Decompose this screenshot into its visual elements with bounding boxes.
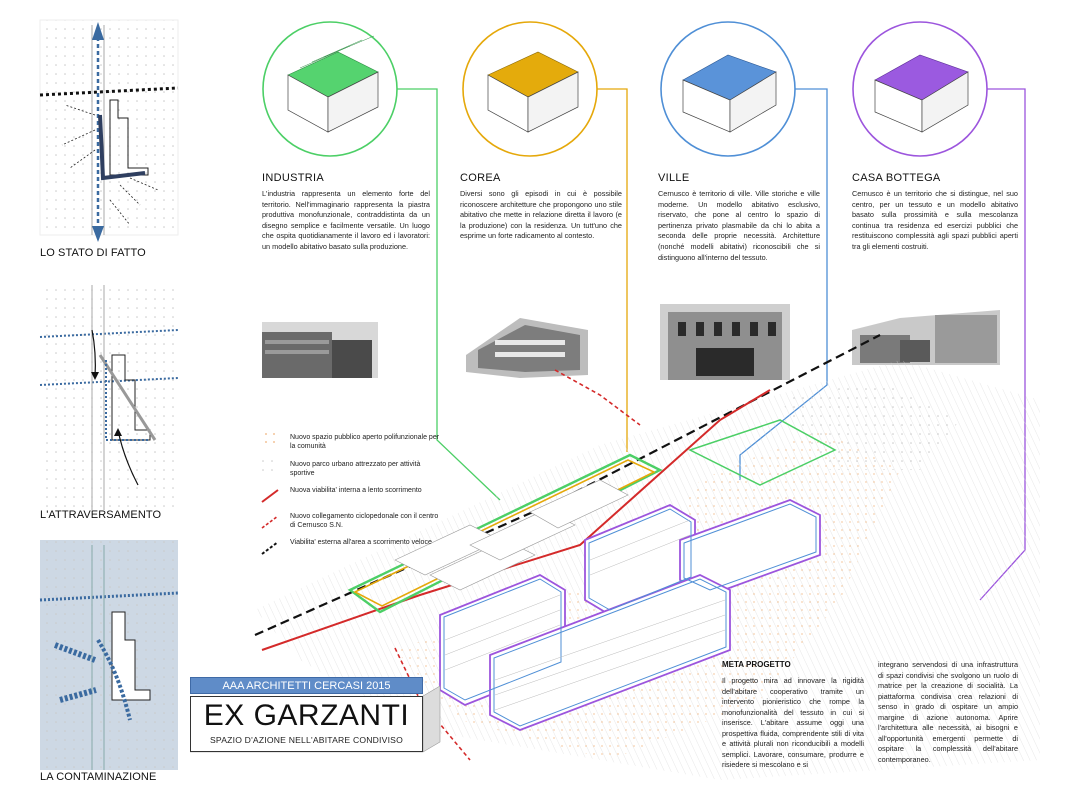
- photo-casa-bottega: [852, 310, 1000, 365]
- category-text-ville: Cernusco è territorio di ville. Ville st…: [658, 189, 820, 262]
- panel-attraversamento: [39, 282, 179, 512]
- title-block: EX GARZANTI SPAZIO D'AZIONE NELL'ABITARE…: [190, 696, 423, 752]
- legend-urban-park: Nuovo parco urbano attrezzato per attivi…: [290, 461, 421, 477]
- category-title-ville: VILLE: [658, 172, 690, 184]
- legend-internal-road: Nuova viabilita' interna a lento scorrim…: [290, 487, 422, 494]
- project-subtitle: SPAZIO D'AZIONE NELL'ABITARE CONDIVISO: [210, 735, 403, 745]
- label-stato-di-fatto: LO STATO DI FATTO: [40, 247, 146, 259]
- category-title-casa-bottega: CASA BOTTEGA: [852, 172, 941, 184]
- circle-casa-bottega: [852, 21, 988, 157]
- category-title-industria: INDUSTRIA: [262, 172, 324, 184]
- meta-title: META PROGETTO: [722, 660, 791, 669]
- meta-text-col1: Il progetto mira ad innovare la rigidità…: [722, 676, 864, 769]
- circle-ville: [660, 21, 796, 157]
- category-text-corea: Diversi sono gli episodi in cui è possib…: [460, 189, 622, 241]
- legend-fast-road: Viabilita' esterna all'area a scorriment…: [290, 539, 432, 546]
- panel-contaminazione: [39, 540, 179, 770]
- label-contaminazione: LA CONTAMINAZIONE: [40, 771, 157, 783]
- legend-public-space: Nuovo spazio pubblico aperto polifunzion…: [290, 434, 440, 450]
- category-text-casa-bottega: Cernusco è un territorio che si distingu…: [852, 189, 1018, 251]
- photo-ville: [660, 304, 790, 380]
- legend-bike-path: Nuovo collegamento ciclopedonale con il …: [290, 513, 439, 529]
- photo-corea: [466, 318, 588, 378]
- category-title-corea: COREA: [460, 172, 501, 184]
- circle-industria: [262, 21, 398, 157]
- meta-text-col2: integrano servendosi di una infrastruttu…: [878, 660, 1018, 764]
- competition-banner: AAA ARCHITETTI CERCASI 2015: [190, 677, 423, 694]
- category-text-industria: L'industria rappresenta un elemento fort…: [262, 189, 430, 251]
- legend-symbols: [261, 433, 279, 555]
- circle-corea: [462, 21, 598, 157]
- panel-stato-di-fatto: [39, 19, 179, 242]
- project-title: EX GARZANTI: [203, 699, 410, 732]
- masterplan: [254, 334, 1040, 780]
- label-attraversamento: L'ATTRAVERSAMENTO: [40, 509, 162, 521]
- photo-industria: [262, 322, 378, 378]
